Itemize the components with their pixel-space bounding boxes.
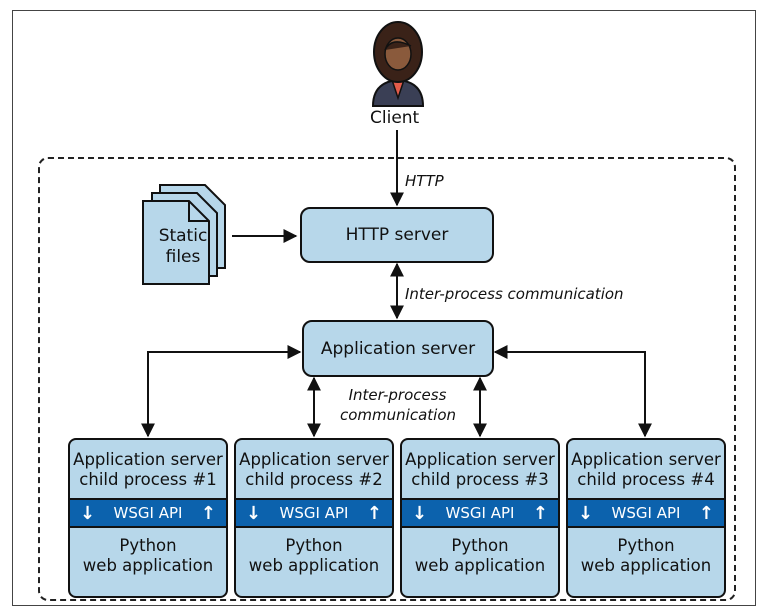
ipc-mid-label: Inter-process communication (340, 385, 457, 425)
wsgi-api-label: WSGI API (113, 504, 183, 522)
app-to-child1-arrow (141, 345, 302, 438)
child-app-line2: web application (248, 556, 380, 575)
child-title-line1: Application server (571, 450, 721, 469)
arrow-down-icon: ↓ (412, 502, 428, 524)
child-app-line1: Python (451, 536, 509, 555)
wsgi-api-band: ↓ WSGI API ↑ (568, 498, 724, 528)
arrow-up-icon: ↑ (200, 502, 216, 524)
child-app: Python web application (70, 536, 226, 576)
child-app: Python web application (402, 536, 558, 576)
wsgi-api-band: ↓ WSGI API ↑ (402, 498, 558, 528)
child-title: Application server child process #4 (568, 450, 724, 490)
arrow-down-icon: ↓ (80, 502, 96, 524)
arrow-down-icon: ↓ (246, 502, 262, 524)
client-person-icon (371, 21, 425, 107)
app-to-child4-arrow (493, 345, 652, 438)
child-title-line2: child process #2 (245, 470, 383, 489)
child-process-4: Application server child process #4 ↓ WS… (566, 438, 726, 598)
application-server-box: Application server (302, 320, 494, 377)
child-app-line1: Python (617, 536, 675, 555)
child-title-line2: child process #3 (411, 470, 549, 489)
client-label: Client (370, 108, 420, 128)
static-files-line1: Static (158, 226, 208, 246)
static-files-line2: files (165, 247, 201, 267)
child-title-line1: Application server (239, 450, 389, 469)
arrow-up-icon: ↑ (698, 502, 714, 524)
wsgi-api-label: WSGI API (611, 504, 681, 522)
child-title-line2: child process #1 (79, 470, 217, 489)
ipc-mid-line2: communication (340, 406, 457, 424)
arrow-up-icon: ↑ (366, 502, 382, 524)
wsgi-api-label: WSGI API (279, 504, 349, 522)
child-app: Python web application (568, 536, 724, 576)
child-app-line2: web application (580, 556, 712, 575)
child-title: Application server child process #2 (236, 450, 392, 490)
child-title: Application server child process #1 (70, 450, 226, 490)
child-title-line1: Application server (73, 450, 223, 469)
static-files-icon (142, 184, 226, 285)
ipc-top-label: Inter-process communication (405, 285, 624, 303)
child-title-line1: Application server (405, 450, 555, 469)
child-title: Application server child process #3 (402, 450, 558, 490)
application-server-label: Application server (320, 338, 476, 359)
arrow-down-icon: ↓ (578, 502, 594, 524)
static-files-label: Static files (153, 226, 213, 268)
child-app: Python web application (236, 536, 392, 576)
http-server-label: HTTP server (345, 225, 449, 245)
child-app-line1: Python (119, 536, 177, 555)
http-protocol-label: HTTP (405, 172, 444, 190)
http-server-box: HTTP server (300, 207, 494, 263)
child-process-2: Application server child process #2 ↓ WS… (234, 438, 394, 598)
child-title-line2: child process #4 (577, 470, 715, 489)
wsgi-api-band: ↓ WSGI API ↑ (70, 498, 226, 528)
wsgi-api-label: WSGI API (445, 504, 515, 522)
arrow-up-icon: ↑ (532, 502, 548, 524)
child-process-1: Application server child process #1 ↓ WS… (68, 438, 228, 598)
child-app-line2: web application (82, 556, 214, 575)
diagram-frame (12, 10, 756, 606)
ipc-mid-line1: Inter-process (348, 386, 447, 404)
server-boundary (38, 157, 736, 601)
wsgi-api-band: ↓ WSGI API ↑ (236, 498, 392, 528)
child-app-line1: Python (285, 536, 343, 555)
child-process-3: Application server child process #3 ↓ WS… (400, 438, 560, 598)
child-app-line2: web application (414, 556, 546, 575)
